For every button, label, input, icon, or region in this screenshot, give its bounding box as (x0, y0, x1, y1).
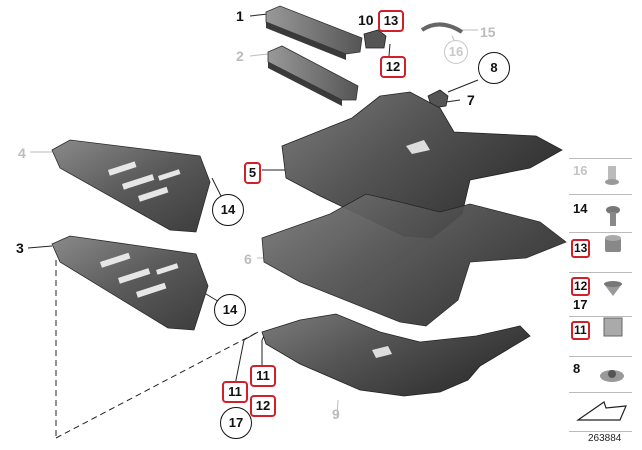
part-6-shield (261, 193, 567, 327)
clip-16-icon (605, 166, 619, 185)
label-1: 1 (236, 8, 244, 24)
label-14b-circle: 14 (214, 294, 246, 326)
label-7: 7 (467, 92, 475, 108)
legend-label: 14 (573, 201, 588, 216)
label-12-box: 12 (380, 56, 406, 78)
label-2: 2 (236, 48, 244, 64)
label-14a-circle: 14 (212, 194, 244, 226)
legend-item-14: 14 (569, 194, 632, 233)
part-10-bracket (363, 29, 387, 49)
part-3-plate (51, 235, 209, 331)
label-12b-box: 12 (250, 395, 276, 417)
legend-label: 12 (571, 277, 591, 296)
part-4-plate (51, 139, 211, 233)
legend-item-12-17: 12 17 (569, 272, 632, 317)
label-4: 4 (18, 145, 26, 161)
legend-item-11: 11 (569, 316, 632, 357)
part-1-rail (265, 5, 363, 60)
label-5-box: 5 (244, 162, 261, 184)
sidebar-icons (576, 166, 627, 421)
label-6: 6 (244, 251, 252, 267)
part-15-strap (420, 22, 464, 34)
legend-label: 11 (571, 321, 590, 340)
screw-12-icon (604, 281, 622, 296)
nut-13-icon (605, 235, 621, 252)
legend-label: 16 (573, 163, 588, 178)
label-8-circle: 8 (478, 52, 510, 84)
legend-label: 17 (573, 297, 588, 312)
label-9: 9 (332, 406, 340, 422)
label-17-circle: 17 (220, 407, 252, 439)
label-10: 10 (358, 12, 374, 28)
label-11b-box: 11 (250, 365, 276, 387)
label-15: 15 (480, 24, 496, 40)
grommet-8-icon (600, 370, 624, 382)
label-11a-box: 11 (222, 381, 248, 403)
legend-item-arrow (569, 392, 632, 432)
part-2-rail (267, 45, 359, 106)
legend-item-13: 13 (569, 232, 632, 273)
legend-item-16: 16 (569, 158, 632, 195)
document-number: 263884 (588, 433, 622, 444)
label-3: 3 (16, 240, 24, 256)
bolt-14-icon (606, 206, 620, 226)
fastener-legend: 16 14 13 12 17 11 8 (569, 158, 632, 432)
legend-label: 8 (573, 361, 581, 376)
label-16-circle: 16 (444, 40, 468, 64)
part-9-shield (261, 313, 531, 397)
clip-11-icon (603, 317, 623, 337)
legend-item-8: 8 (569, 356, 632, 393)
label-13-box: 13 (378, 10, 404, 32)
arrow-icon (576, 401, 627, 421)
legend-label: 13 (571, 239, 591, 258)
